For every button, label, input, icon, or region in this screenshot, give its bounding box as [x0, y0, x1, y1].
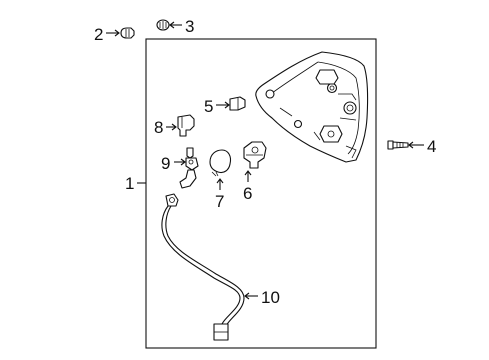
bulb-socket-icon: [229, 96, 246, 111]
callout-6-label: 6: [243, 184, 252, 203]
push-pin-icon: [120, 27, 135, 39]
callout-5-label: 5: [204, 97, 213, 116]
callout-1-label: 1: [125, 174, 134, 193]
callout-9: 9: [161, 154, 186, 173]
callout-9-label: 9: [161, 154, 170, 173]
callout-4-label: 4: [427, 137, 436, 156]
assembly-frame: [145, 38, 377, 349]
callout-2-label: 2: [94, 25, 103, 44]
lamp-socket-icon: [243, 141, 267, 169]
callout-2: 2: [94, 25, 120, 44]
clip-nut-icon: [156, 19, 170, 31]
callout-6: 6: [243, 170, 252, 203]
callout-7-label: 7: [215, 192, 224, 211]
callout-10: 10: [244, 288, 280, 307]
bulb-icon: [209, 149, 232, 177]
tail-lamp-housing-icon: [255, 51, 369, 163]
callout-4: 4: [408, 137, 436, 156]
callout-10-label: 10: [261, 288, 280, 307]
callout-7: 7: [215, 178, 224, 211]
callout-1: 1: [125, 174, 146, 193]
harness-bracket-icon: [179, 147, 199, 189]
callout-3: 3: [169, 17, 194, 36]
callout-5: 5: [204, 97, 230, 116]
connector-icon: [177, 114, 195, 137]
callout-8: 8: [154, 118, 177, 137]
screw-icon: [387, 140, 409, 150]
callout-8-label: 8: [154, 118, 163, 137]
callout-3-label: 3: [185, 17, 194, 36]
wiring-harness-icon: [161, 193, 245, 341]
